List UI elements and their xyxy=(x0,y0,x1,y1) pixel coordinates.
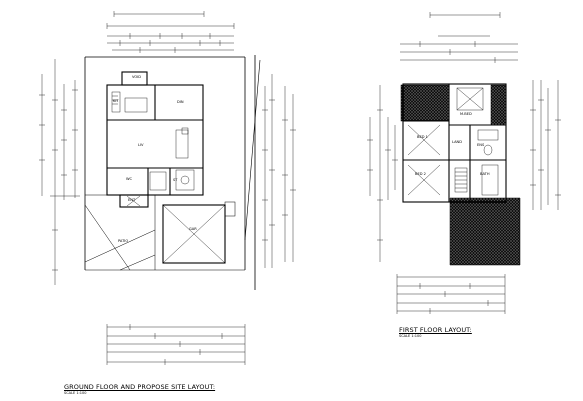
first-floor-plan xyxy=(367,12,561,314)
ff-room-landing: LAND xyxy=(452,140,462,144)
ff-right-dimensions xyxy=(530,80,561,210)
ff-room-bed-2: BED 2 xyxy=(415,172,426,176)
ground-floor-title: GROUND FLOOR AND PROPOSE SITE LAYOUT: xyxy=(64,383,216,391)
ff-room-master-bed: M.BED xyxy=(460,112,472,116)
gf-room-garage: GAR xyxy=(189,227,197,231)
gf-right-dimensions xyxy=(262,74,296,268)
first-floor-title: FIRST FLOOR LAYOUT: xyxy=(399,326,472,334)
ff-top-dimensions xyxy=(400,12,518,63)
gf-patio xyxy=(84,194,245,271)
ground-floor-plan xyxy=(39,11,296,365)
gf-room-patio: PATIO xyxy=(118,239,129,243)
ff-room-bath: BATH xyxy=(480,172,490,176)
gf-walls xyxy=(106,71,204,208)
ground-floor-scale: SCALE 1:100 xyxy=(64,391,87,395)
gf-fixtures xyxy=(111,91,195,207)
gf-top-dimensions xyxy=(106,11,235,53)
gf-room-void: VOID xyxy=(132,75,142,79)
ff-left-dimensions xyxy=(367,85,398,262)
gf-room-store: ST xyxy=(173,178,178,182)
gf-bottom-dimensions xyxy=(106,324,246,365)
gf-room-living: LIV xyxy=(138,143,144,147)
ff-roof-areas xyxy=(400,84,521,266)
gf-left-dimensions xyxy=(39,59,80,285)
gf-room-dining: DIN xyxy=(177,100,184,104)
gf-room-entry: ENT xyxy=(128,198,136,202)
ff-walls xyxy=(402,83,507,203)
first-floor-scale: SCALE 1:100 xyxy=(399,334,422,338)
site-boundary xyxy=(84,55,261,290)
ff-fixtures xyxy=(407,87,499,196)
gf-garage xyxy=(162,201,236,264)
ff-room-ensuite: ENS xyxy=(477,143,485,147)
ff-room-bed-1: BED 1 xyxy=(417,135,428,139)
ff-bottom-dimensions xyxy=(396,274,506,314)
gf-room-kitchen: KIT xyxy=(113,99,119,103)
gf-room-wc: WC xyxy=(126,177,133,181)
